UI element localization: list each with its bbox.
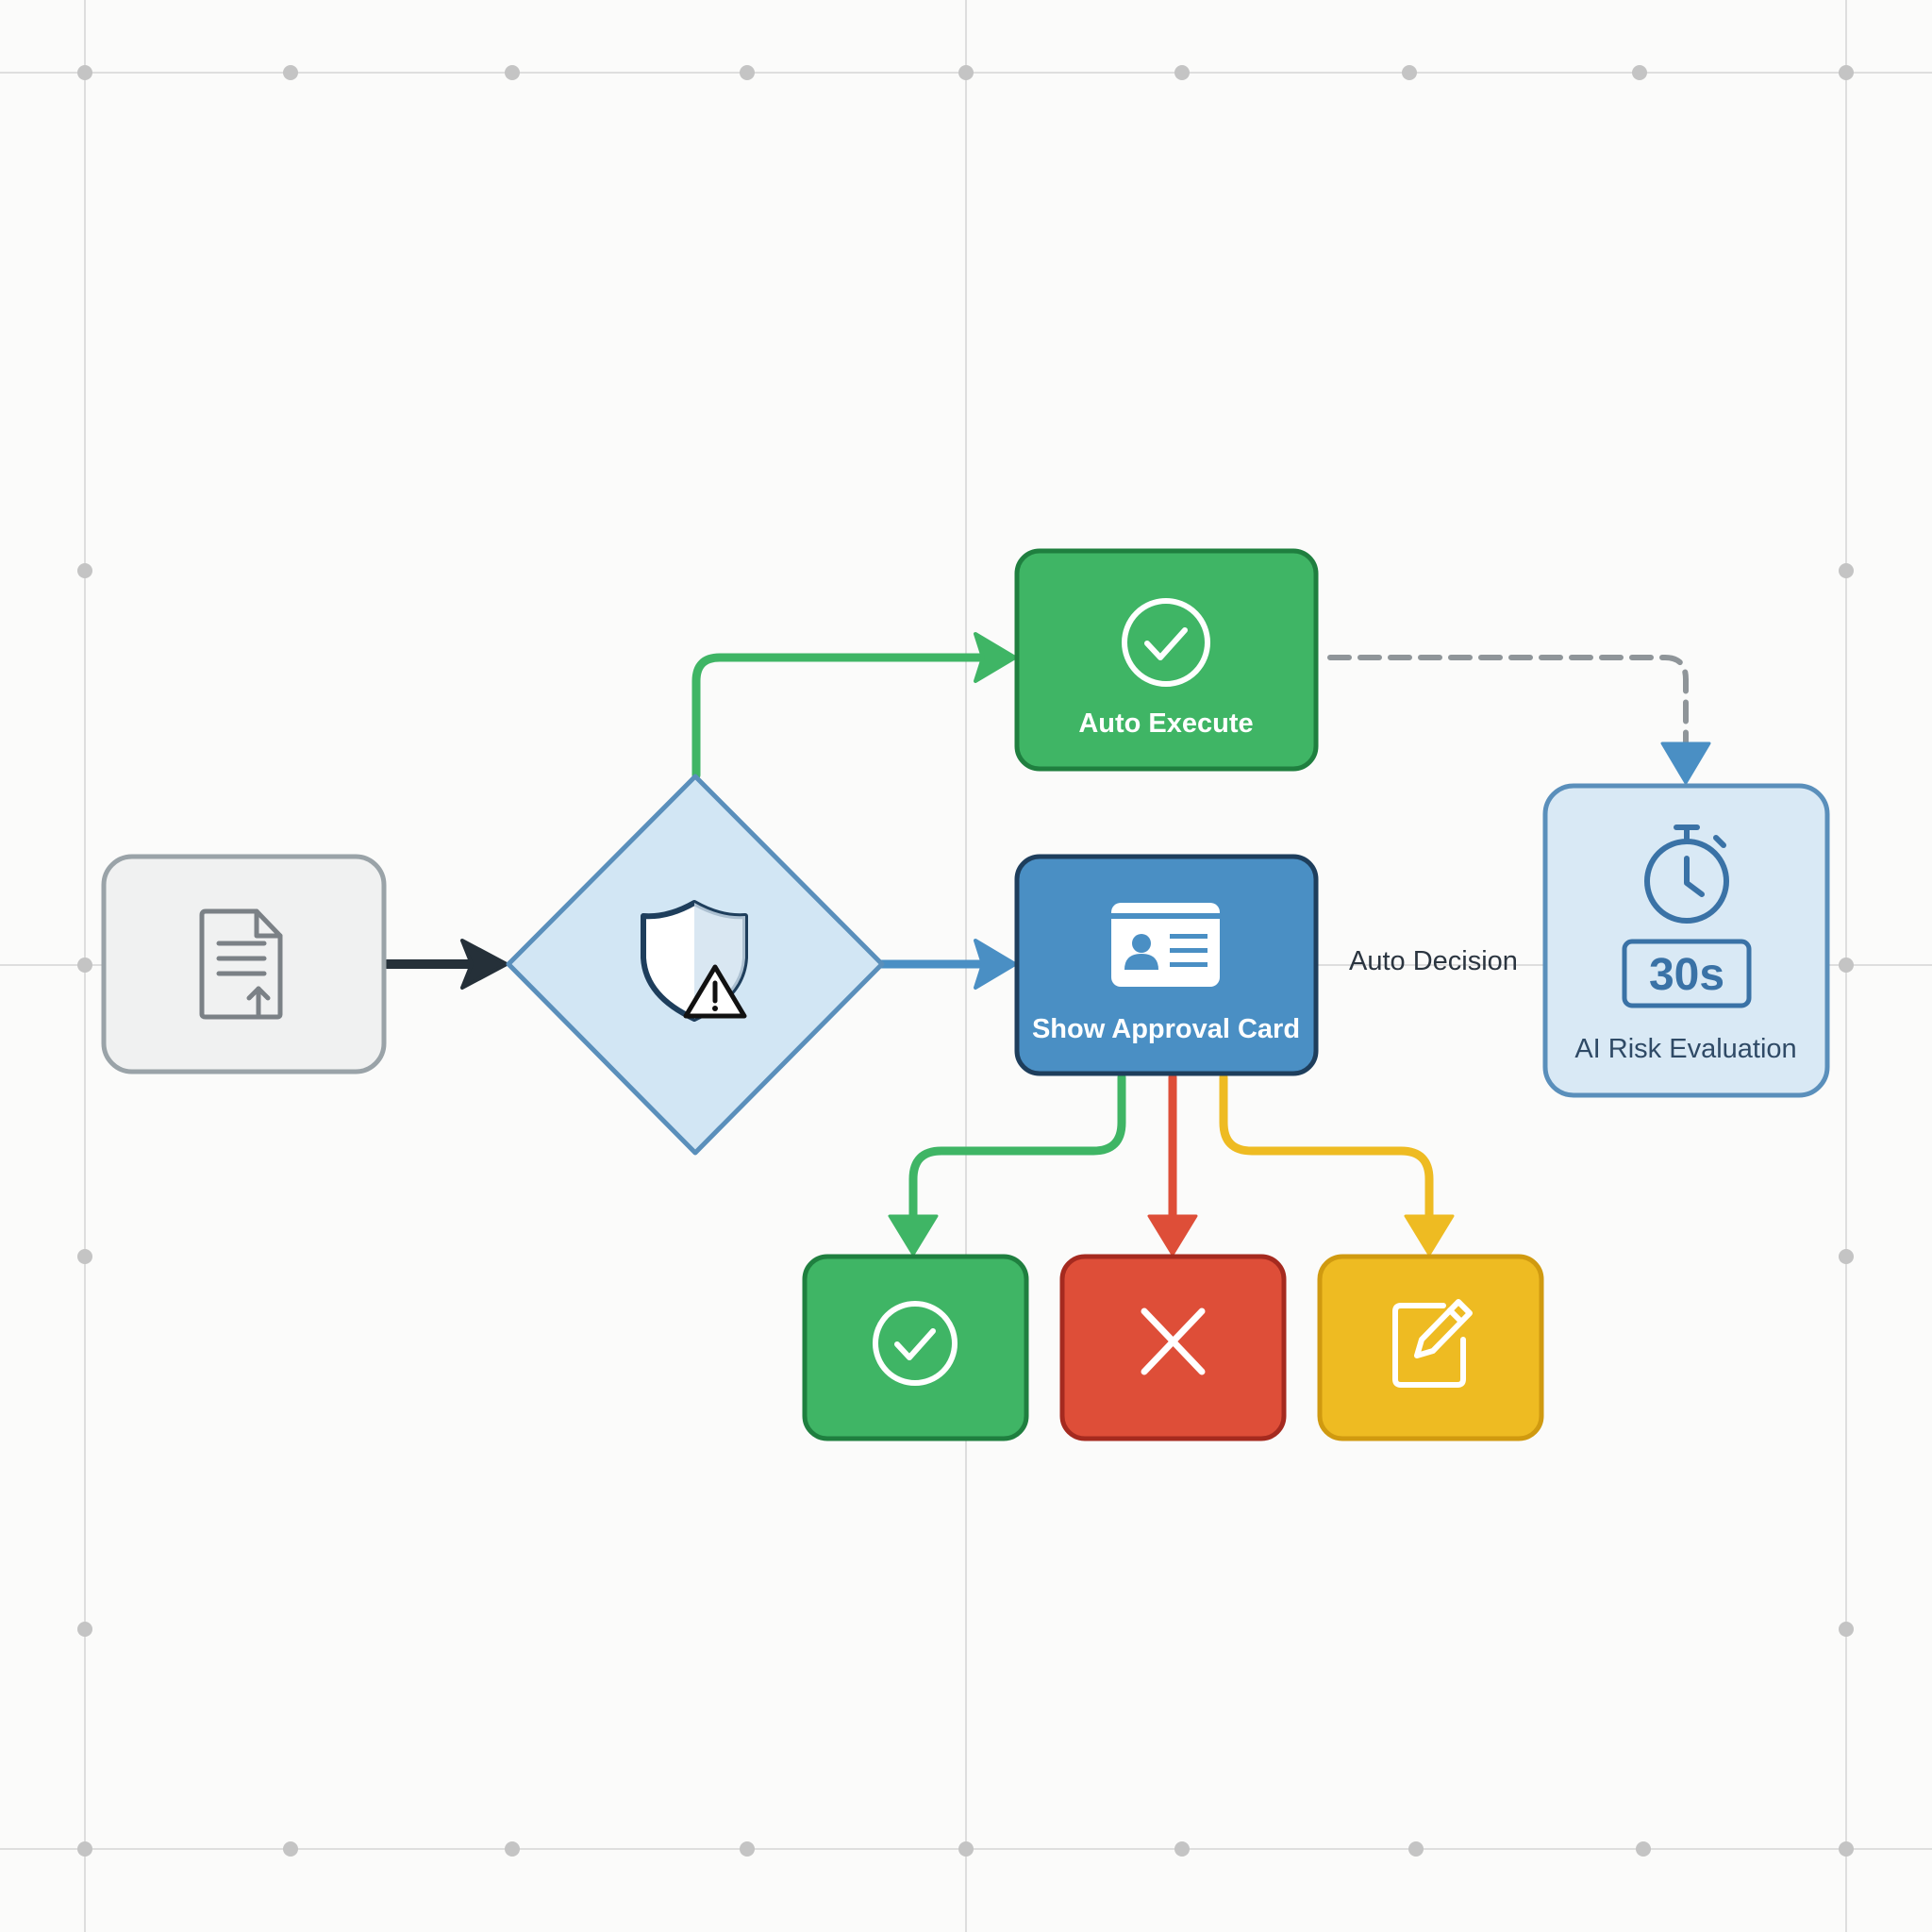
edit-icon — [1392, 1299, 1473, 1388]
check-circle-icon — [873, 1301, 958, 1386]
edge-decision-to-auto-execute — [691, 653, 986, 780]
timer-box: 30s — [1622, 939, 1752, 1008]
auto-decision-label: Auto Decision — [1349, 946, 1518, 976]
shield-warning-icon — [641, 900, 748, 1022]
auto-execute-node[interactable]: Auto Execute — [1014, 548, 1319, 772]
x-icon — [1141, 1307, 1206, 1375]
approval-card-node[interactable]: Show Approval Card — [1014, 854, 1319, 1076]
input-node[interactable] — [101, 854, 387, 1074]
edge-approval-to-edit — [1219, 1073, 1434, 1226]
decision-node[interactable] — [506, 774, 885, 1156]
edit-node[interactable] — [1317, 1254, 1544, 1441]
connectors — [382, 632, 1711, 1257]
approval-card-label: Show Approval Card — [1032, 1014, 1300, 1044]
edge-approve-arrowhead — [888, 1214, 939, 1257]
grid-dots — [77, 65, 1854, 1857]
edge-auto-execute-to-risk-eval — [1327, 655, 1689, 748]
edge-risk-eval-arrowhead — [1660, 741, 1711, 785]
risk-eval-node[interactable]: 30s AI Risk Evaluation — [1542, 783, 1830, 1098]
edge-approval-to-approve — [908, 1073, 1126, 1226]
edge-input-arrowhead — [460, 939, 508, 990]
id-card-icon — [1111, 903, 1220, 987]
edge-edit-arrowhead — [1404, 1214, 1455, 1257]
risk-eval-label: AI Risk Evaluation — [1574, 1034, 1796, 1064]
document-upload-icon — [199, 908, 283, 1020]
check-circle-icon — [1122, 598, 1210, 687]
timer-value: 30s — [1649, 950, 1724, 1000]
approve-node[interactable] — [802, 1254, 1029, 1441]
edge-approval-arrowhead — [974, 939, 1017, 990]
stopwatch-icon — [1644, 824, 1729, 924]
edge-reject-arrowhead — [1147, 1214, 1198, 1257]
auto-execute-label: Auto Execute — [1078, 708, 1253, 739]
edge-auto-execute-arrowhead — [974, 632, 1017, 683]
reject-node[interactable] — [1059, 1254, 1287, 1441]
